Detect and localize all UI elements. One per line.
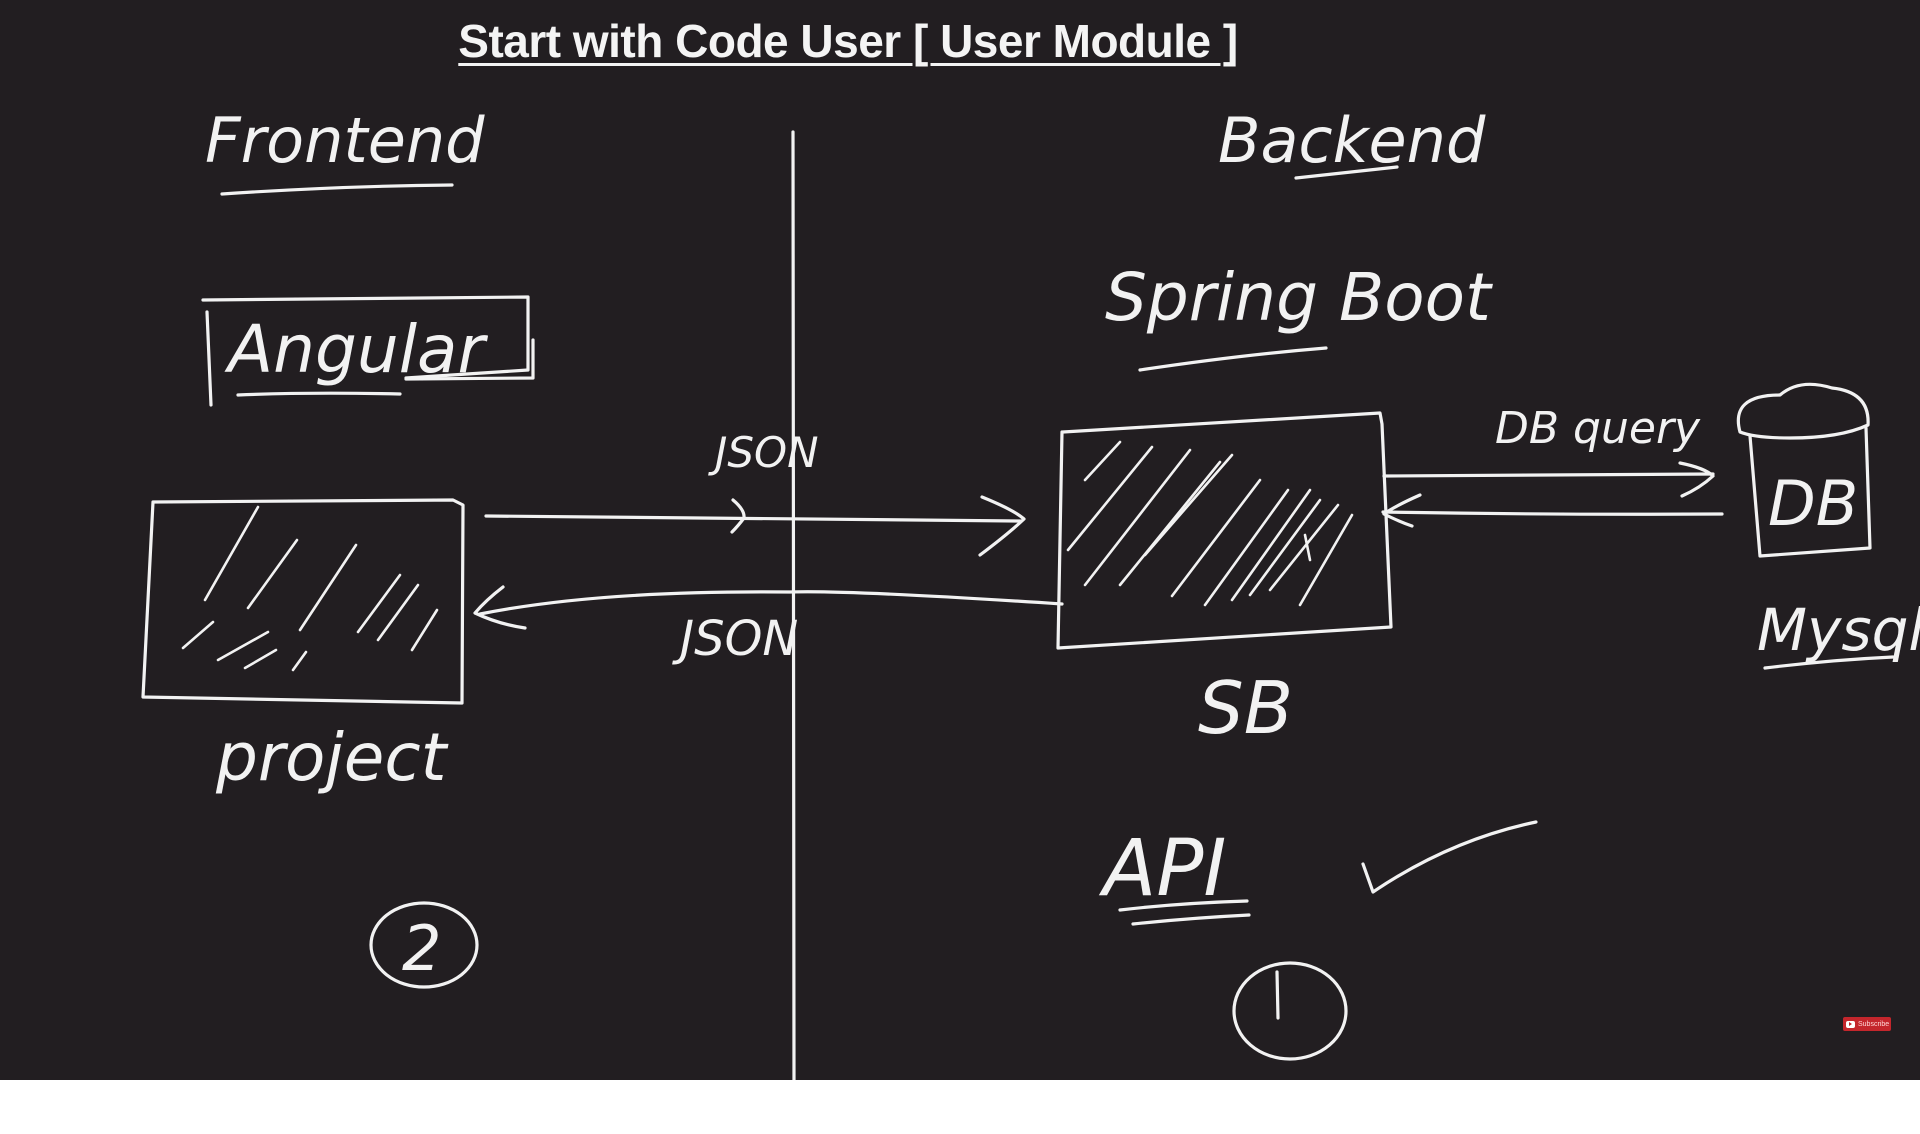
subscribe-button[interactable]: Subscribe — [1843, 1017, 1891, 1031]
backend-underline — [1294, 165, 1399, 180]
db-query-label: DB query — [1495, 403, 1701, 454]
mysql-underline — [1763, 655, 1895, 670]
frontend-project-box — [141, 498, 465, 705]
springboot-underline — [1138, 346, 1328, 372]
step-two-marker: 2 — [369, 901, 479, 989]
api-label: API — [1098, 824, 1226, 914]
architecture-sketch: Frontend Backend Angular Spring Boot — [141, 104, 1920, 1080]
step-one-marker: 1 — [1232, 961, 1348, 1061]
project-label: project — [215, 719, 449, 796]
angular-label: Angular — [224, 311, 488, 388]
db-label: DB — [1768, 467, 1858, 540]
step-two-number: 2 — [402, 912, 441, 985]
sb-label: SB — [1198, 666, 1293, 750]
json-response-label: JSON — [672, 611, 798, 667]
api-underline — [1118, 899, 1249, 912]
frontend-backend-divider — [791, 130, 796, 1080]
json-request-label: JSON — [708, 428, 819, 477]
step-one-number: 1 — [1280, 1029, 1281, 1031]
subscribe-label: Subscribe — [1858, 1020, 1890, 1028]
springboot-label: Spring Boot — [1105, 259, 1493, 336]
json-request-arrow — [484, 495, 1026, 557]
backend-label: Backend — [1218, 104, 1486, 177]
angular-box — [201, 295, 535, 407]
page-title: Start with Code User [ User Module ] — [458, 15, 1238, 67]
db-query-arrow — [1382, 461, 1715, 498]
api-underline-second — [1131, 913, 1251, 926]
db-cylinder-icon — [1736, 382, 1872, 558]
db-result-arrow — [1381, 493, 1724, 528]
frontend-underline — [220, 183, 454, 196]
json-response-arrow — [473, 585, 1064, 630]
step-one-number-stroke — [1275, 970, 1280, 1020]
frontend-label: Frontend — [205, 104, 485, 177]
springboot-box — [1056, 411, 1393, 650]
check-icon — [1361, 820, 1538, 894]
mysql-label: Mysql — [1757, 596, 1920, 664]
youtube-play-icon — [1846, 1020, 1855, 1028]
whiteboard-canvas: Start with Code User [ User Module ] Fro… — [0, 0, 1920, 1080]
